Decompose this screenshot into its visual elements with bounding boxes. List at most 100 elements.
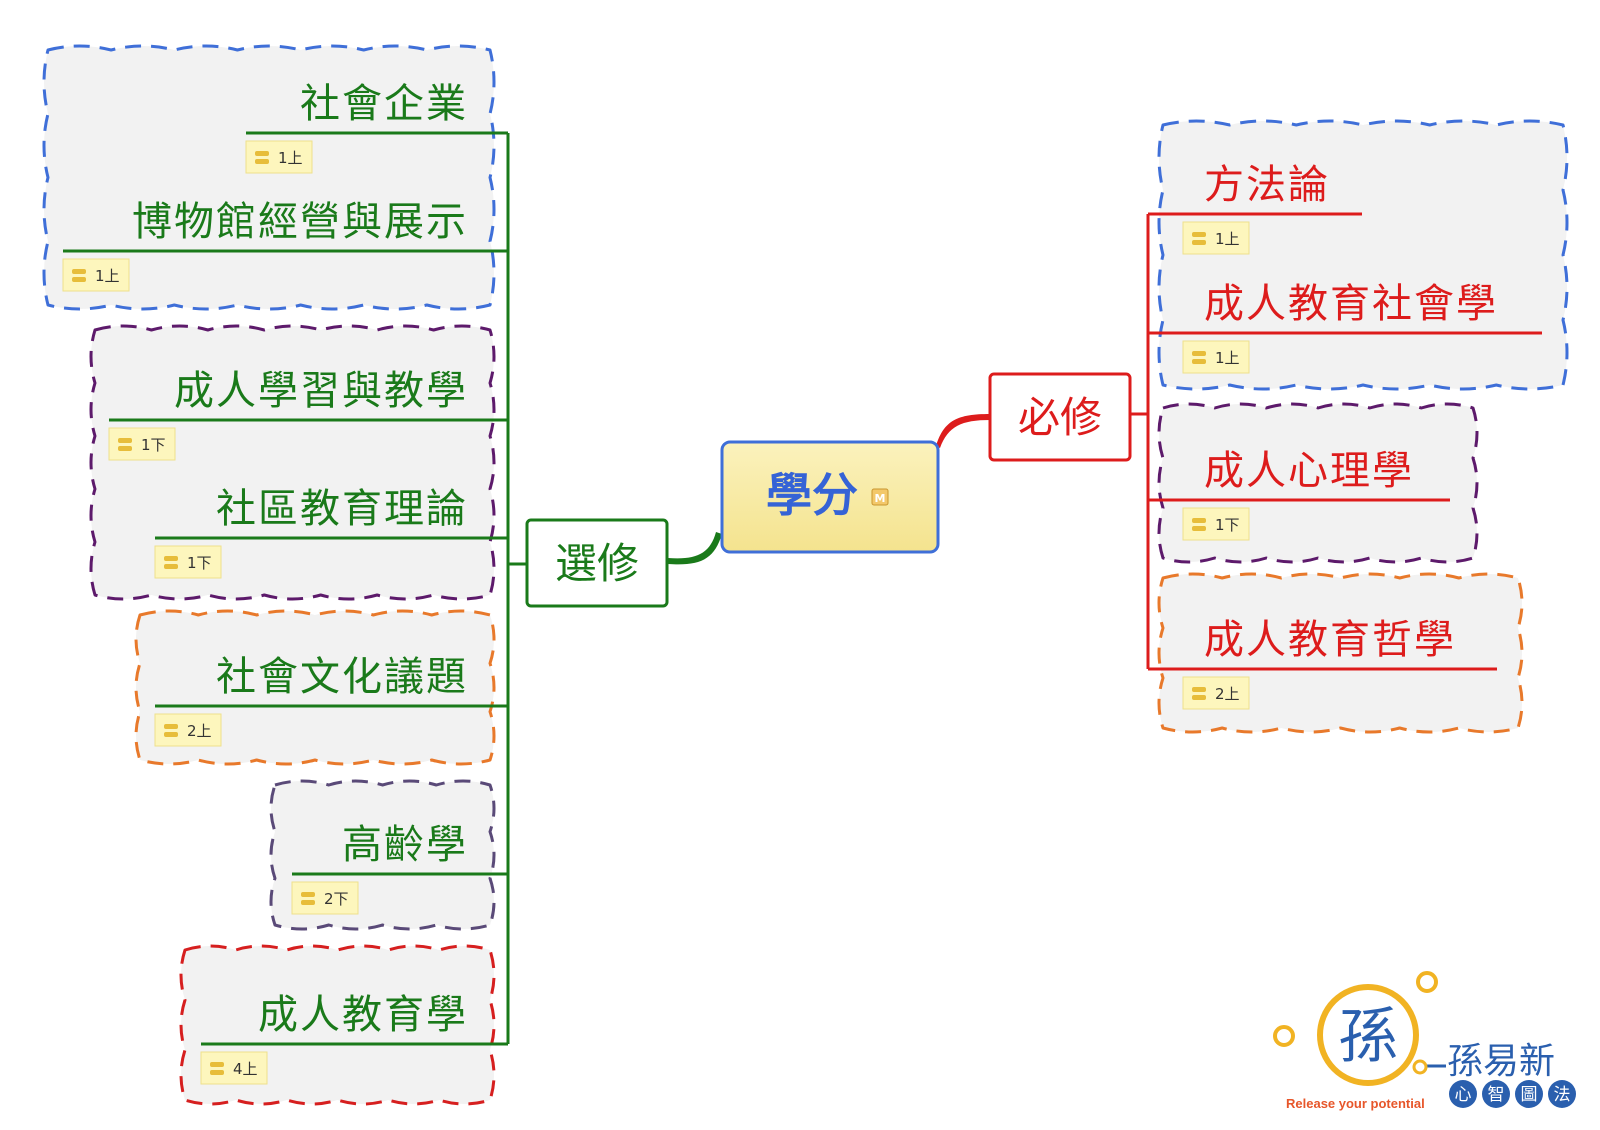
subtopic-label: 博物館經營與展示 <box>132 199 468 245</box>
semester-tag-box <box>154 545 222 579</box>
subtopic[interactable]: 博物館經營與展示 1上 <box>62 199 508 292</box>
central-topic[interactable]: 學分 M <box>720 440 940 554</box>
logo-sub-badge <box>1515 1080 1543 1108</box>
note-icon <box>1192 351 1206 356</box>
logo-dot-top <box>1416 971 1438 993</box>
logo-ring <box>1317 984 1419 1086</box>
logo-sub-badge <box>1482 1080 1510 1108</box>
subtopic-label: 成人教育學 <box>258 992 468 1038</box>
required-branch[interactable]: 必修 <box>988 372 1132 462</box>
note-icon <box>118 438 132 443</box>
subtopic[interactable]: 社會文化議題 2上 <box>154 654 508 747</box>
semester-tag: 2下 <box>291 881 359 915</box>
note-icon <box>210 1062 224 1067</box>
subtopic[interactable]: 成人教育哲學 2上 <box>1148 617 1497 710</box>
logo-sub-char: 法 <box>1554 1085 1571 1105</box>
logo-name: 孫易新 <box>1447 1041 1555 1082</box>
boundary-cloud <box>89 324 496 601</box>
connector-layer <box>506 133 1150 1044</box>
subtopic[interactable]: 成人教育學 4上 <box>200 992 508 1085</box>
semester-tag-text: 1下 <box>1215 516 1240 534</box>
subtopic[interactable]: 成人學習與教學 1下 <box>108 368 508 461</box>
subtopic-label: 社區教育理論 <box>216 486 468 532</box>
brand-logo: 孫 孫易新 心智圖法 Release your potential <box>1273 971 1576 1111</box>
note-icon <box>72 277 86 282</box>
subtopic-label: 社會文化議題 <box>216 654 468 700</box>
semester-tag-box <box>291 881 359 915</box>
logo-sub-char: 智 <box>1488 1085 1505 1105</box>
subtopic[interactable]: 高齡學 2下 <box>291 822 508 915</box>
note-icon <box>255 159 269 164</box>
logo-dot-right <box>1412 1059 1428 1075</box>
semester-tag: 1上 <box>1182 340 1250 374</box>
logo-sub-char: 心 <box>1455 1085 1472 1105</box>
logo-sub-badges: 心智圖法 <box>1449 1080 1576 1108</box>
subtopic-label: 成人教育哲學 <box>1204 617 1456 663</box>
note-icon <box>164 564 178 569</box>
semester-tag-text: 1下 <box>141 436 166 454</box>
note-icon <box>301 892 315 897</box>
semester-tag-text: 1上 <box>1215 230 1240 248</box>
logo-sub-badge <box>1548 1080 1576 1108</box>
semester-tag-box <box>1182 676 1250 710</box>
note-icon <box>1192 359 1206 364</box>
logo-sub-char: 圖 <box>1521 1085 1538 1105</box>
elective-branch[interactable]: 選修 <box>525 518 669 608</box>
subtopic[interactable]: 社區教育理論 1下 <box>154 486 508 579</box>
logo-mark: 孫 <box>1338 1002 1398 1072</box>
semester-tag-text: 4上 <box>233 1060 258 1078</box>
semester-tag: 2上 <box>1182 676 1250 710</box>
note-icon <box>255 151 269 156</box>
subtopic-label: 成人教育社會學 <box>1204 281 1498 327</box>
note-icon <box>1192 240 1206 245</box>
subtopic[interactable]: 成人心理學 1下 <box>1148 448 1450 541</box>
semester-tag-text: 1下 <box>187 554 212 572</box>
semester-tag: 1上 <box>62 258 130 292</box>
note-icon <box>164 732 178 737</box>
semester-tag-box <box>62 258 130 292</box>
semester-tag-text: 1上 <box>278 149 303 167</box>
marker-icon <box>871 488 889 506</box>
subtopic-label: 方法論 <box>1204 162 1330 208</box>
boundary-cloud <box>1157 119 1569 391</box>
semester-tag-text: 2下 <box>324 890 349 908</box>
required-branch-box[interactable] <box>988 372 1132 462</box>
boundary-cloud <box>1157 572 1524 734</box>
note-icon <box>164 724 178 729</box>
semester-tag: 1下 <box>154 545 222 579</box>
note-icon <box>1192 518 1206 523</box>
note-icon <box>1192 687 1206 692</box>
central-to-required-connector <box>936 414 990 448</box>
subtopic-layer: 方法論1上成人教育社會學1上成人心理學1下成人教育哲學2上社會企業1上博物館經營… <box>62 81 1542 1085</box>
note-icon <box>1192 232 1206 237</box>
central-topic-box[interactable] <box>720 440 940 554</box>
boundary-cloud <box>134 609 496 766</box>
semester-tag: 4上 <box>200 1051 268 1085</box>
semester-tag-text: 1上 <box>1215 349 1240 367</box>
semester-tag-text: 2上 <box>1215 685 1240 703</box>
elective-branch-label: 選修 <box>555 539 639 588</box>
semester-tag: 1下 <box>1182 507 1250 541</box>
subtopic[interactable]: 方法論 1上 <box>1148 162 1362 255</box>
semester-tag-text: 2上 <box>187 722 212 740</box>
central-topic-label: 學分 <box>766 468 858 522</box>
subtopic-label: 高齡學 <box>342 822 468 868</box>
note-icon <box>164 556 178 561</box>
semester-tag-box <box>245 140 313 174</box>
semester-tag-box <box>154 713 222 747</box>
logo-slogan: Release your potential <box>1286 1096 1425 1111</box>
logo-dot-left <box>1273 1025 1295 1047</box>
required-branch-label: 必修 <box>1018 393 1102 442</box>
subtopic[interactable]: 成人教育社會學 1上 <box>1148 281 1542 374</box>
subtopic-label: 成人心理學 <box>1204 448 1414 494</box>
note-icon <box>301 900 315 905</box>
logo-sub-badge <box>1449 1080 1477 1108</box>
note-icon <box>72 269 86 274</box>
subtopic-label: 成人學習與教學 <box>174 368 468 414</box>
semester-tag-text: 1上 <box>95 267 120 285</box>
semester-tag: 1上 <box>245 140 313 174</box>
note-icon <box>118 446 132 451</box>
elective-branch-box[interactable] <box>525 518 669 608</box>
